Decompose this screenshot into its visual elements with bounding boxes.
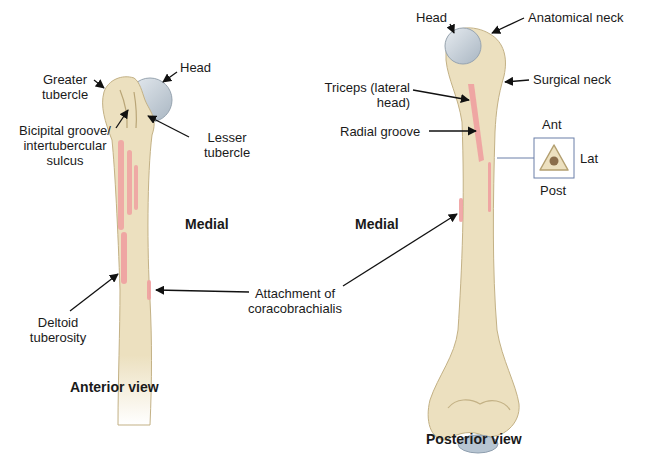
triceps-attachment (468, 84, 484, 162)
part-label: Bicipital groove/ intertubercular sulcus (15, 123, 115, 168)
coracobrachialis-attachment (459, 198, 463, 222)
medullary-cavity (550, 157, 559, 166)
part-label: Lesser tubercle (192, 130, 262, 160)
part-label: Head (180, 60, 220, 75)
part-label: Attachment of coracobrachialis (238, 286, 352, 316)
leader-arrow (343, 214, 457, 286)
part-label: Radial groove (340, 124, 430, 139)
leader-arrow (116, 110, 128, 128)
leader-arrow (505, 80, 529, 82)
muscle-attachment (488, 162, 491, 212)
humerus-shaft (428, 28, 519, 440)
posterior-humerus (428, 28, 519, 453)
leader-arrows (70, 18, 529, 311)
muscle-attachment (127, 150, 132, 215)
shaft-section (540, 145, 568, 170)
deltoid-attachment (121, 232, 127, 284)
leader-arrow (429, 130, 476, 131)
cross-section-inset (497, 138, 574, 178)
muscle-attachment (118, 140, 124, 230)
orientation-label: Post (540, 183, 580, 198)
orientation-label: Medial (355, 217, 425, 232)
orientation-label: Ant (542, 117, 582, 132)
part-label: Triceps (lateral head) (306, 80, 410, 110)
muscle-attachment (134, 165, 138, 210)
part-label: Anatomical neck (528, 10, 646, 25)
groove-line (134, 92, 136, 128)
anterior-humerus (103, 77, 172, 425)
part-label: Head (416, 10, 456, 25)
part-label: Greater tubercle (30, 72, 100, 102)
leader-arrow (450, 24, 454, 33)
inset-box (534, 138, 574, 178)
humeral-head (445, 28, 481, 64)
leader-arrow (492, 18, 524, 33)
leader-arrow (156, 290, 249, 292)
leader-arrow (94, 80, 104, 88)
groove-line (120, 90, 127, 128)
leader-arrow (413, 90, 469, 100)
orientation-label: Medial (185, 217, 255, 232)
view-title: Anterior view (70, 380, 200, 395)
fossa-line (448, 400, 510, 410)
part-label: Deltoid tuberosity (18, 315, 98, 345)
part-label: Surgical neck (533, 72, 633, 87)
leader-arrow (163, 72, 177, 82)
leader-arrow (70, 274, 118, 311)
inset-line (497, 158, 534, 159)
view-title: Posterior view (426, 432, 566, 447)
leader-arrow (148, 116, 189, 137)
orientation-label: Lat (580, 151, 620, 166)
coracobrachialis-attachment (147, 280, 151, 300)
